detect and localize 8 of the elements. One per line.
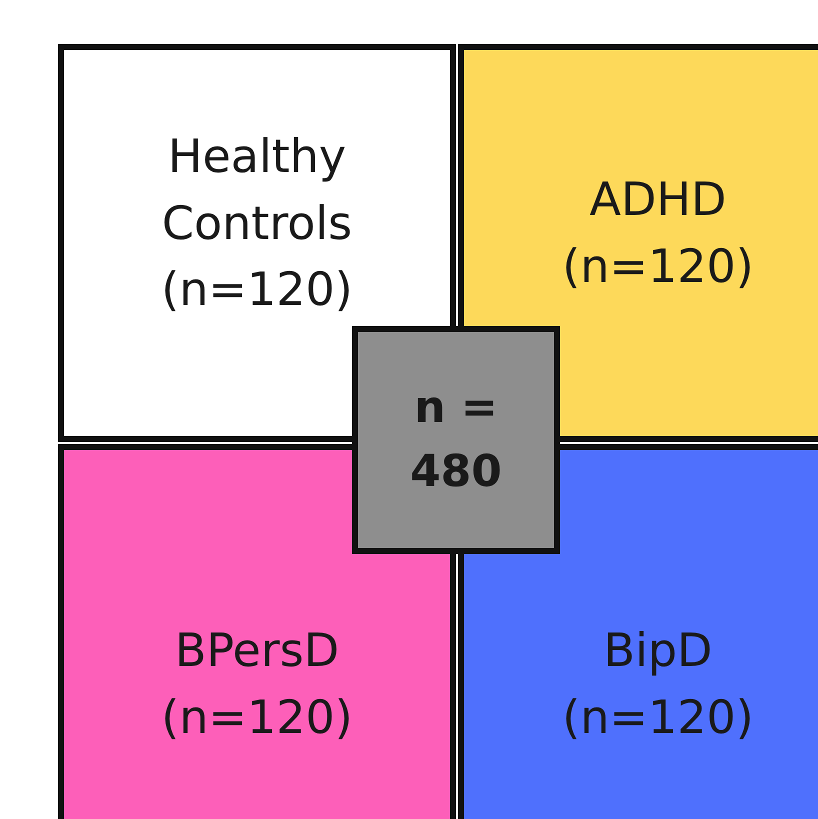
group-label: ADHD (n=120): [561, 171, 755, 295]
group-label: BipD (n=120): [561, 622, 755, 746]
group-label: BPersD (n=120): [160, 622, 354, 746]
total-box: [352, 326, 560, 554]
group-box: [58, 44, 456, 442]
total-label: n = 480: [409, 381, 503, 499]
group-label: Healthy Controls (n=120): [160, 128, 354, 318]
group-box: [458, 44, 818, 442]
